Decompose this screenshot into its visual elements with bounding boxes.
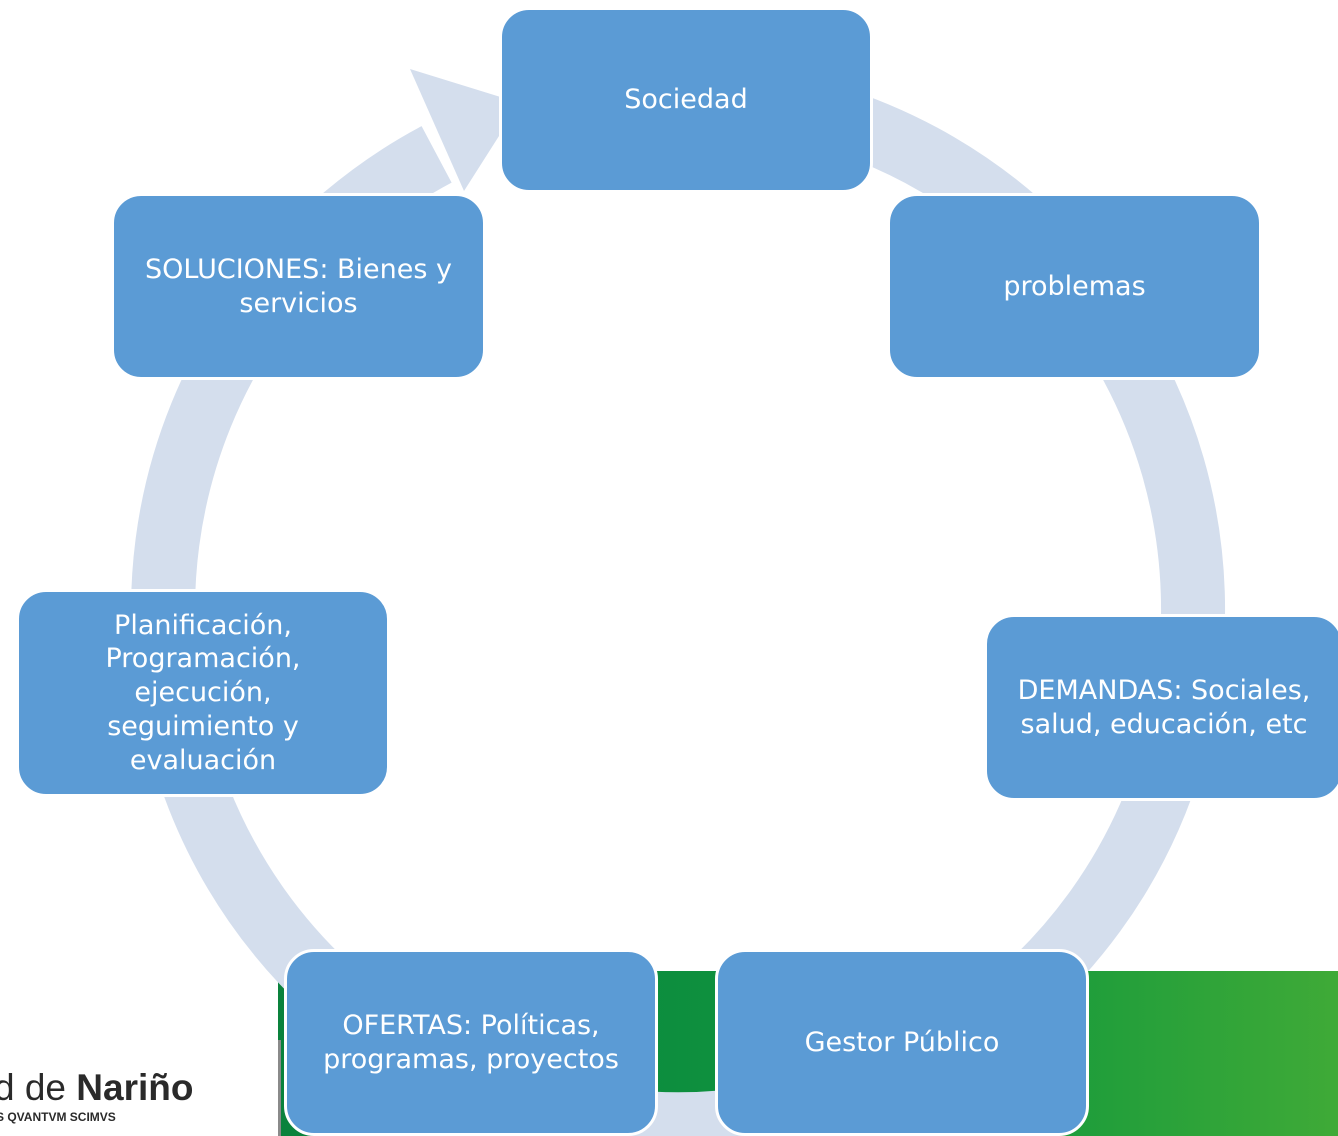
node-ofertas-label: OFERTAS: Políticas, programas, proyectos bbox=[323, 1009, 619, 1075]
logo-prefix: d de bbox=[0, 1067, 77, 1108]
cycle-arrowhead bbox=[410, 69, 520, 191]
node-planificacion-label: Planificación, Programación, ejecución, … bbox=[105, 609, 301, 776]
node-problemas-label: problemas bbox=[1003, 270, 1146, 302]
logo-panel bbox=[0, 971, 278, 1136]
node-problemas: problemas bbox=[887, 193, 1262, 380]
university-logo: d de Nariño bbox=[0, 1067, 193, 1109]
node-gestor-label: Gestor Público bbox=[804, 1026, 1000, 1058]
node-gestor-publico: Gestor Público bbox=[715, 949, 1089, 1136]
logo-name: Nariño bbox=[76, 1067, 194, 1108]
node-demandas-label: DEMANDAS: Sociales, salud, educación, et… bbox=[1017, 674, 1311, 740]
logo-motto: S QVANTVM SCIMVS bbox=[0, 1110, 116, 1124]
node-soluciones-label: SOLUCIONES: Bienes y servicios bbox=[145, 253, 452, 319]
node-demandas: DEMANDAS: Sociales, salud, educación, et… bbox=[984, 614, 1338, 801]
node-planificacion: Planificación, Programación, ejecución, … bbox=[16, 589, 390, 797]
node-ofertas: OFERTAS: Políticas, programas, proyectos bbox=[284, 949, 658, 1136]
node-sociedad: Sociedad bbox=[499, 7, 873, 193]
node-sociedad-label: Sociedad bbox=[624, 84, 748, 116]
node-soluciones: SOLUCIONES: Bienes y servicios bbox=[111, 193, 486, 380]
logo-divider bbox=[278, 1040, 281, 1136]
